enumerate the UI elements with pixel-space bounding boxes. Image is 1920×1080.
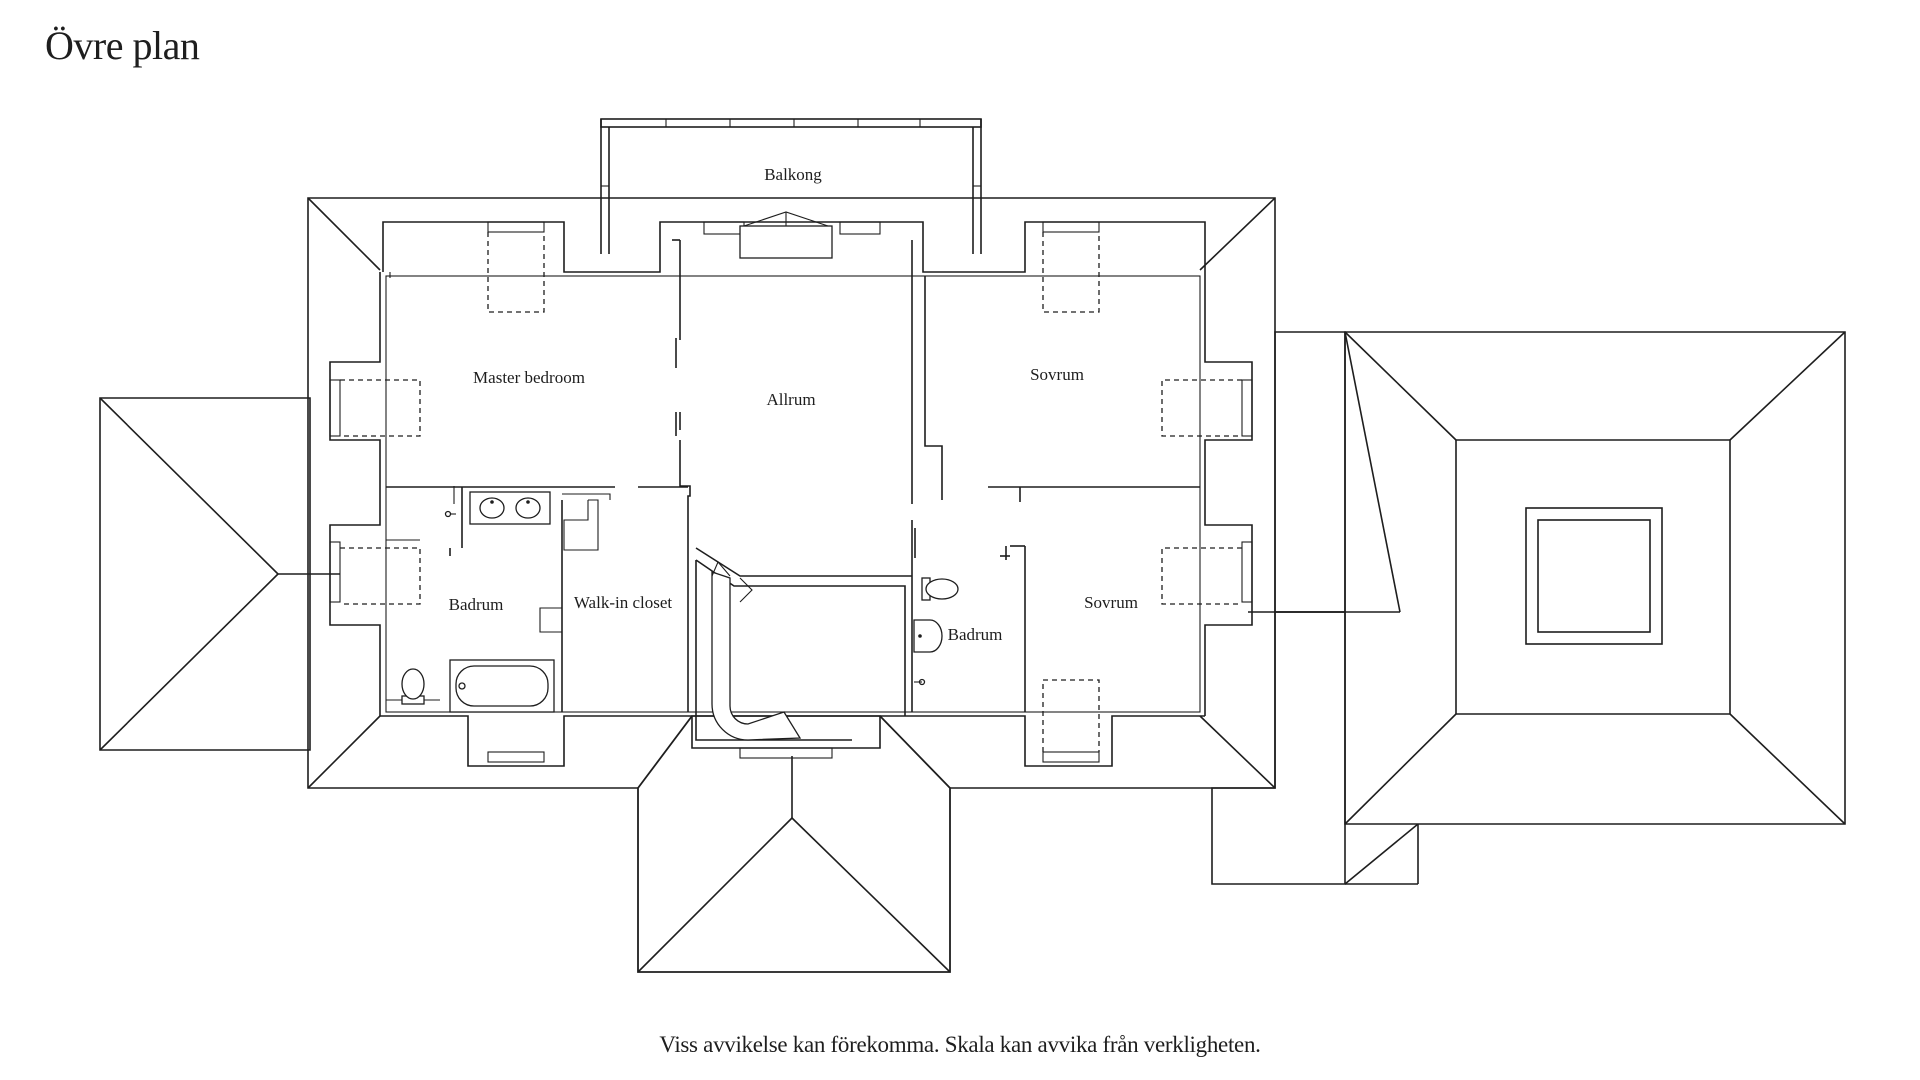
room-label-master-bedroom: Master bedroom [473,368,585,387]
toilet-icon [921,577,959,601]
balcony-door [739,211,833,259]
balcony [600,118,982,254]
stairs-arrow-icon [711,560,802,741]
interior-walls [386,239,1200,741]
roof-east-pavilion [1344,331,1846,825]
room-label-family-room: Allrum [766,390,815,409]
shower-icon [914,678,926,686]
sink-icon [469,491,551,525]
room-label-walk-in-closet: Walk-in closet [574,593,673,612]
roof-south-dormer [637,715,951,973]
roof-east-connector [1211,331,1419,885]
room-label-bathroom-west: Badrum [449,595,504,614]
page-title: Övre plan [45,23,200,68]
sink-icon [913,619,943,653]
shower-icon [444,510,456,518]
room-label-balcony: Balkong [764,165,822,184]
bathtub-icon [449,659,555,713]
room-labels: Balkong Master bedroom Allrum Sovrum Bad… [449,165,1138,644]
dashed-openings [340,232,1242,752]
windows [329,221,1253,763]
room-label-bathroom-east: Badrum [948,625,1003,644]
room-label-bedroom-south: Sovrum [1084,593,1138,612]
doors [449,338,1007,560]
roof-west-wing [99,397,340,751]
bathroom-west-fixtures [401,491,555,713]
toilet-icon [401,668,425,705]
room-label-bedroom-north: Sovrum [1030,365,1084,384]
bathroom-east-fixtures [913,577,959,686]
skylight-icon [1525,507,1663,645]
disclaimer-text: Viss avvikelse kan förekomma. Skala kan … [659,1032,1261,1057]
